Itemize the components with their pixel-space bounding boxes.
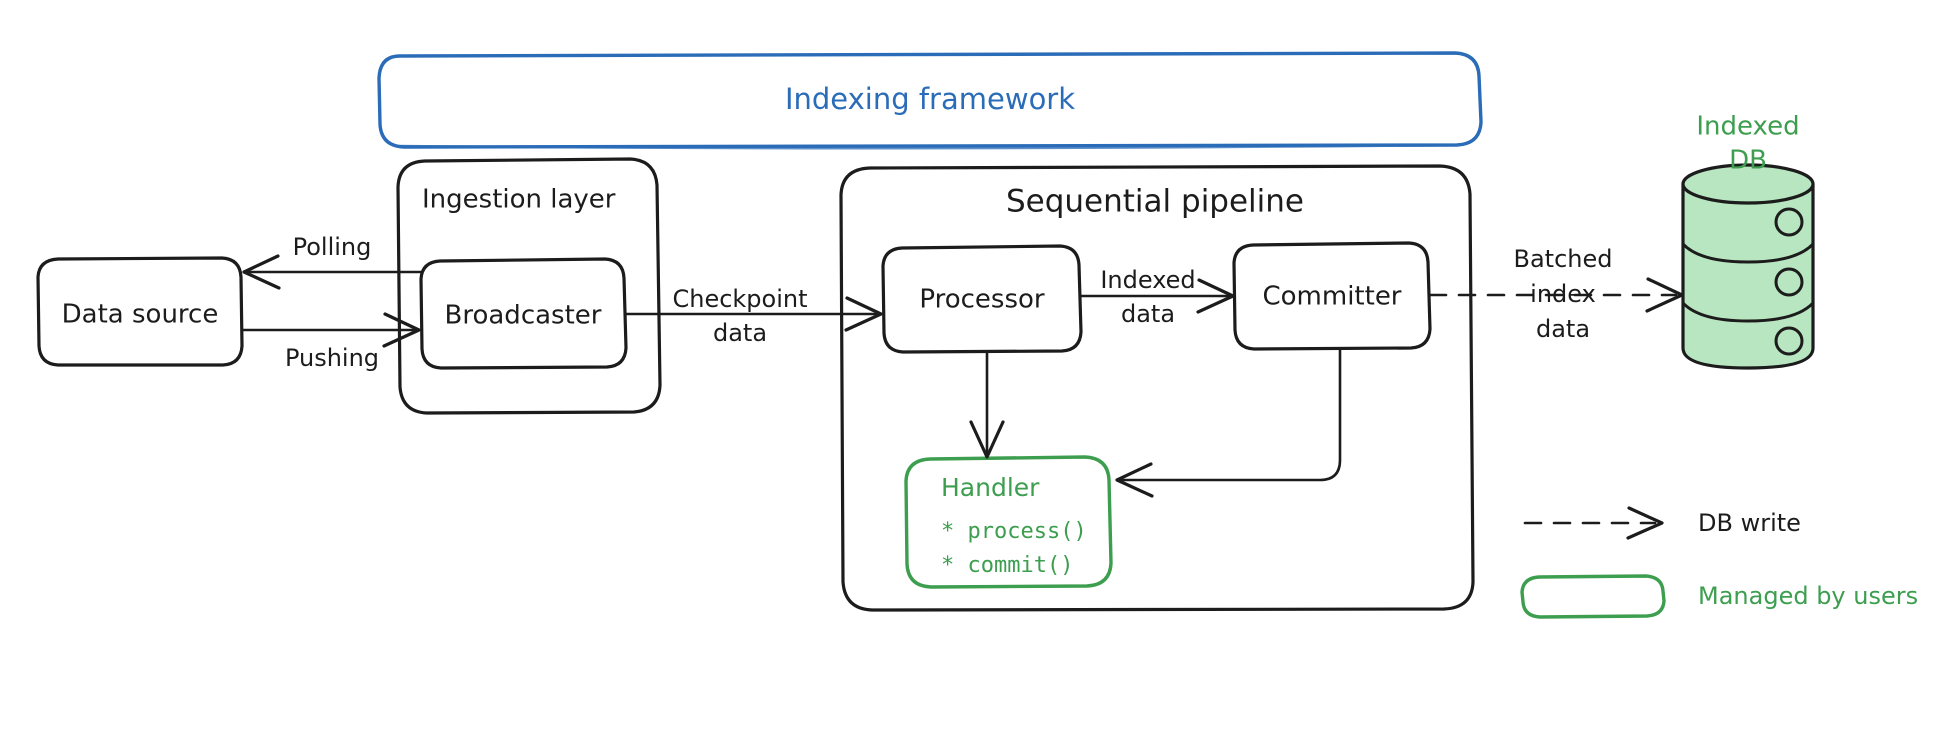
node-label-processor: Processor	[919, 285, 1045, 315]
node-data-source[interactable]: Data source	[36, 256, 244, 367]
indexed-db-label-line1: Indexed	[1696, 112, 1799, 142]
legend-item-managed-by-users: Managed by users	[1520, 574, 1918, 619]
node-label-committer: Committer	[1262, 282, 1401, 312]
legend-item-db-write: DB write	[1523, 506, 1801, 540]
edge-label-checkpoint-data-1: Checkpoint	[672, 285, 807, 313]
banner-label: Indexing framework	[785, 82, 1075, 116]
handler-method-commit: * commit()	[941, 553, 1073, 578]
node-label-data-source: Data source	[62, 300, 219, 330]
edge-label-batched-index-data-3: data	[1536, 315, 1590, 343]
edge-label-pushing: Pushing	[285, 344, 379, 372]
edge-label-indexed-data-2: data	[1121, 300, 1175, 328]
edge-indexed-data: Indexed data	[1079, 266, 1235, 328]
edge-label-checkpoint-data-2: data	[713, 319, 767, 347]
container-label-ingestion-layer: Ingestion layer	[422, 185, 616, 215]
legend-label-managed-by-users: Managed by users	[1698, 582, 1918, 610]
db-indicator-3	[1774, 326, 1804, 356]
edge-checkpoint-data: Checkpoint data	[624, 285, 883, 347]
indexing-framework-banner: Indexing framework	[377, 51, 1483, 150]
handler-title: Handler	[941, 473, 1040, 502]
node-label-broadcaster: Broadcaster	[445, 301, 602, 331]
edge-label-indexed-data-1: Indexed	[1100, 266, 1195, 294]
edge-label-batched-index-data-2: index	[1530, 280, 1596, 308]
indexed-db-cylinder[interactable]: Indexed DB	[1681, 112, 1815, 370]
container-sequential-pipeline: Sequential pipeline	[839, 164, 1475, 612]
container-label-sequential-pipeline: Sequential pipeline	[1006, 184, 1304, 220]
edge-batched-index-data: Batched index data	[1428, 245, 1684, 343]
edge-label-batched-index-data-1: Batched	[1514, 245, 1613, 273]
edge-polling: Polling	[242, 233, 423, 290]
db-indicator-2	[1774, 267, 1804, 297]
edge-pushing: Pushing	[240, 312, 421, 372]
node-committer[interactable]: Committer	[1232, 241, 1432, 351]
indexed-db-label-line2: DB	[1729, 146, 1767, 176]
node-broadcaster[interactable]: Broadcaster	[419, 257, 628, 370]
edge-processor-to-handler	[969, 350, 1005, 459]
node-handler[interactable]: Handler * process() * commit()	[904, 455, 1113, 589]
container-ingestion-layer: Ingestion layer	[396, 157, 662, 415]
db-indicator-1	[1774, 207, 1804, 237]
edge-label-polling: Polling	[293, 233, 372, 261]
handler-method-process: * process()	[941, 519, 1087, 544]
legend-label-db-write: DB write	[1698, 509, 1801, 537]
node-processor[interactable]: Processor	[881, 244, 1083, 354]
edge-committer-to-handler	[1115, 347, 1342, 498]
legend: DB write Managed by users	[1520, 506, 1918, 619]
